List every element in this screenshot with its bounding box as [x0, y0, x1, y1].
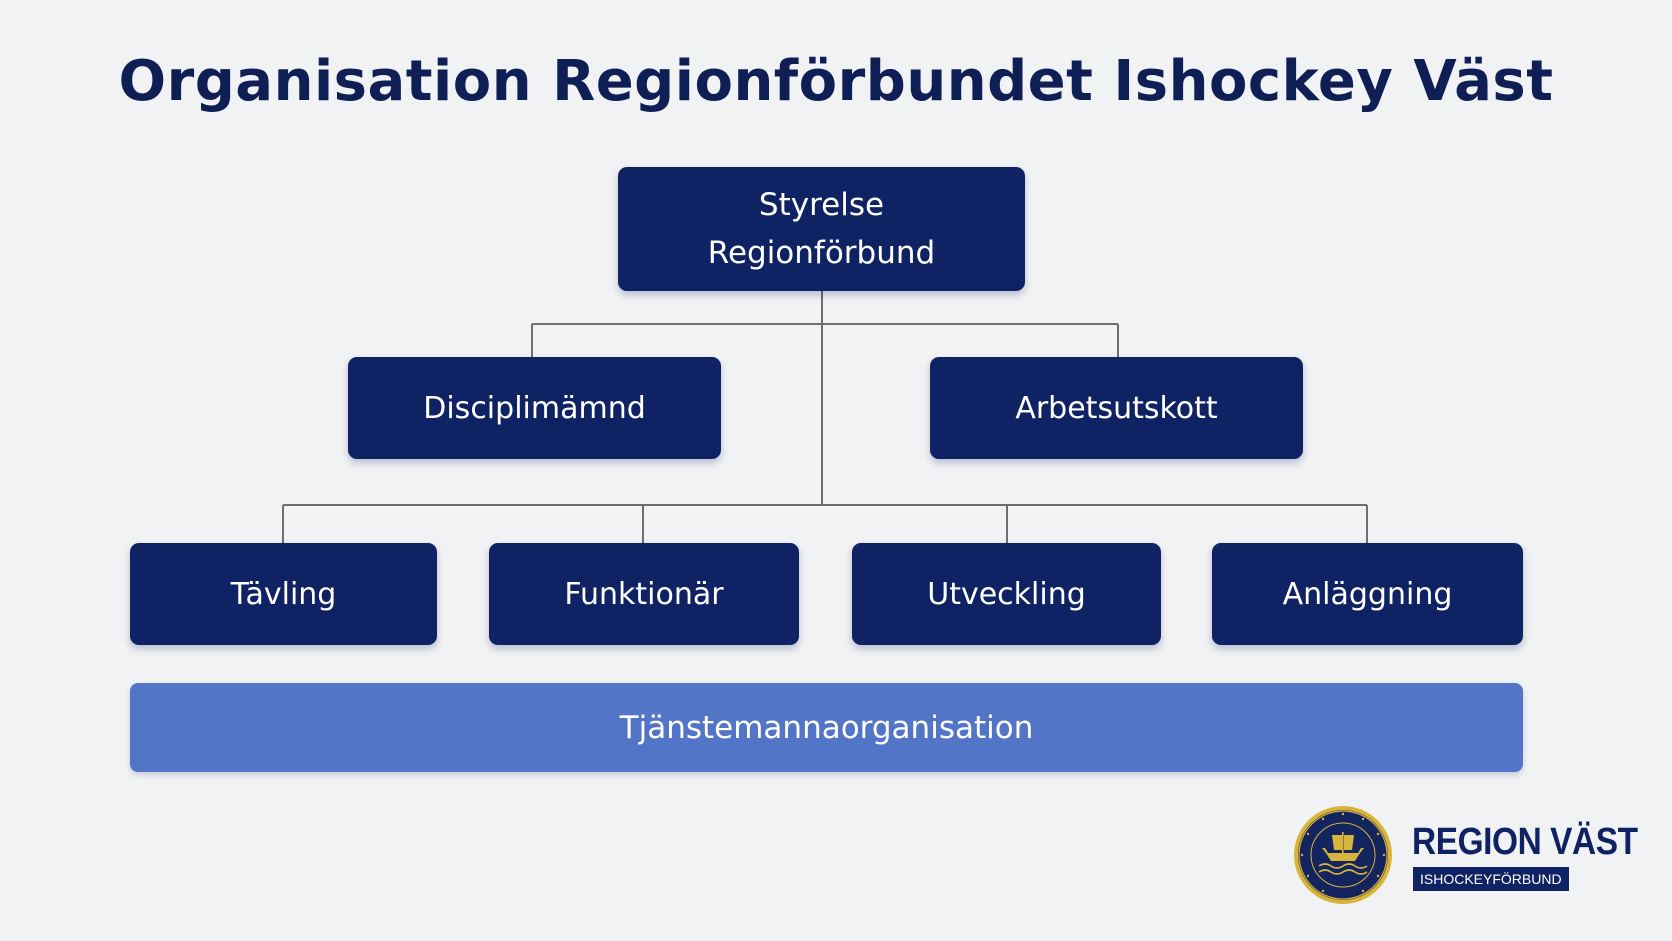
department-node-4[interactable]: Anläggning — [1212, 543, 1523, 645]
board-node[interactable]: Styrelse Regionförbund — [618, 167, 1025, 291]
department-node-3[interactable]: Utveckling — [852, 543, 1161, 645]
seal-emblem-icon — [1294, 806, 1392, 904]
brand-name: REGION VÄST — [1412, 821, 1638, 863]
department-node-1[interactable]: Tävling — [130, 543, 437, 645]
committee-working-node[interactable]: Arbetsutskott — [930, 357, 1303, 459]
staff-organisation-bar[interactable]: Tjänstemannaorganisation — [130, 683, 1523, 772]
board-line-1: Styrelse — [758, 187, 885, 223]
brand-logo: REGION VÄST ISHOCKEYFÖRBUND — [1290, 800, 1638, 910]
department-node-2[interactable]: Funktionär — [489, 543, 799, 645]
board-line-2: Regionförbund — [707, 235, 936, 271]
brand-subtitle: ISHOCKEYFÖRBUND — [1413, 867, 1569, 891]
page-title: Organisation Regionförbundet Ishockey Vä… — [118, 49, 1554, 114]
committee-disciplinary-node[interactable]: Disciplimämnd — [348, 357, 721, 459]
